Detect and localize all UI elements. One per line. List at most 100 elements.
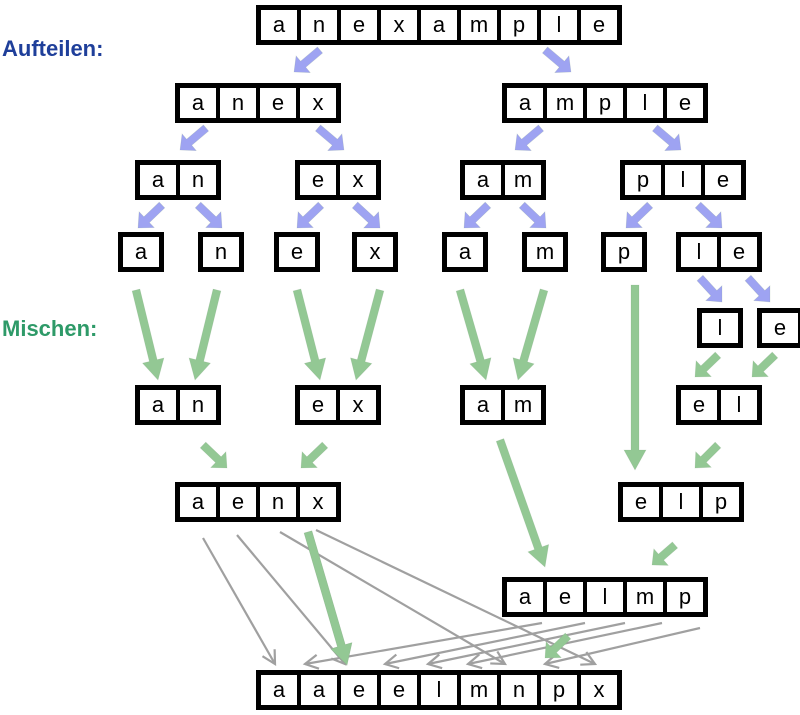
array-cell: m <box>527 237 563 267</box>
array-cell: l <box>627 88 663 118</box>
array-box-ex: e x <box>295 160 381 200</box>
array-cell: a <box>180 88 216 118</box>
final-merge-thin-arrow <box>384 621 586 666</box>
merge-arrow <box>544 632 572 659</box>
array-cell: m <box>505 165 541 195</box>
array-cell: l <box>665 165 701 195</box>
merge-arrow <box>694 351 722 378</box>
array-box-ple: p l e <box>620 160 746 200</box>
array-cell: e <box>547 582 583 612</box>
array-cell: e <box>705 165 741 195</box>
split-arrow <box>194 201 223 229</box>
array-box-an: a n <box>135 160 221 200</box>
array-cell: a <box>140 390 176 420</box>
array-cell: e <box>667 88 703 118</box>
array-cell: l <box>587 582 623 612</box>
array-cell: l <box>681 237 717 267</box>
array-cell: e <box>341 10 377 40</box>
array-cell: a <box>465 390 501 420</box>
array-cell: l <box>702 313 738 343</box>
array-cell: x <box>340 165 376 195</box>
array-cell: l <box>721 390 757 420</box>
array-cell: x <box>581 675 617 705</box>
array-cell: m <box>505 390 541 420</box>
final-merge-thin-arrows <box>202 529 701 670</box>
array-box-le: l e <box>676 232 762 272</box>
array-cell: x <box>300 88 336 118</box>
final-merge-thin-arrow-head <box>425 653 443 670</box>
array-box-aenx: a e n x <box>175 482 341 522</box>
array-cell: n <box>260 487 296 517</box>
array-cell: n <box>501 675 537 705</box>
array-cell: e <box>381 675 417 705</box>
final-merge-thin-arrow-head <box>580 651 598 666</box>
merge-arrow <box>694 441 722 469</box>
split-arrow <box>625 201 654 229</box>
merge-arrows-foreground <box>303 530 572 666</box>
merge-arrow <box>455 288 492 381</box>
merge-arrow <box>350 288 385 381</box>
array-cell: m <box>547 88 583 118</box>
array-cell: m <box>627 582 663 612</box>
final-merge-thin-arrow <box>427 621 626 666</box>
final-merge-thin-arrow <box>202 537 276 665</box>
split-arrow <box>514 124 545 151</box>
merge-arrow <box>512 288 549 381</box>
array-box-e: e <box>757 308 800 348</box>
merge-arrow <box>303 530 353 666</box>
split-arrow <box>314 124 345 151</box>
final-merge-thin-arrow-head <box>382 653 400 670</box>
array-cell: e <box>300 165 336 195</box>
array-cell: a <box>140 165 176 195</box>
final-merge-thin-arrow <box>236 534 346 665</box>
array-cell: a <box>261 675 297 705</box>
array-cell: a <box>421 10 457 40</box>
array-cell: e <box>721 237 757 267</box>
merge-arrow <box>300 441 329 469</box>
split-arrows <box>137 46 771 303</box>
array-box-aelmp: a e l m p <box>502 577 708 617</box>
array-cell: e <box>279 237 315 267</box>
array-cell: n <box>203 237 239 267</box>
array-box-n: n <box>198 232 244 272</box>
split-arrow <box>744 274 771 303</box>
array-cell: n <box>180 390 216 420</box>
array-box-el-merged: e l <box>676 385 762 425</box>
array-box-anexample: a n e x a m p l e <box>256 5 622 45</box>
array-cell: a <box>180 487 216 517</box>
merge-arrow <box>188 288 222 381</box>
array-cell: n <box>220 88 256 118</box>
array-cell: e <box>341 675 377 705</box>
array-cell: p <box>703 487 739 517</box>
array-box-am: a m <box>460 160 546 200</box>
array-cell: l <box>663 487 699 517</box>
split-phase-label: Aufteilen: <box>2 36 104 61</box>
array-cell: m <box>461 10 497 40</box>
array-cell: a <box>301 675 337 705</box>
split-arrow <box>518 201 547 229</box>
split-arrow <box>296 201 325 229</box>
array-cell: p <box>501 10 537 40</box>
array-cell: a <box>261 10 297 40</box>
array-cell: x <box>357 237 393 267</box>
array-cell: a <box>507 88 543 118</box>
final-merge-thin-arrow-head <box>302 654 320 670</box>
merge-phase-label: Mischen: <box>2 316 98 341</box>
array-cell: x <box>300 487 336 517</box>
array-cell: a <box>465 165 501 195</box>
merge-arrow <box>292 288 327 381</box>
array-box-ex-merged: e x <box>295 385 381 425</box>
array-box-a: a <box>442 232 488 272</box>
final-merge-thin-arrow-head <box>490 650 508 666</box>
final-merge-thin-arrow-head <box>465 653 483 670</box>
array-box-an-merged: a n <box>135 385 221 425</box>
final-merge-thin-arrow <box>315 529 596 665</box>
array-cell: e <box>300 390 336 420</box>
array-cell: e <box>762 313 798 343</box>
array-box-elp: e l p <box>618 482 744 522</box>
array-box-am-merged: a m <box>460 385 546 425</box>
merge-arrow <box>623 284 647 471</box>
array-cell: l <box>541 10 577 40</box>
final-merge-thin-arrow-head <box>261 649 277 667</box>
